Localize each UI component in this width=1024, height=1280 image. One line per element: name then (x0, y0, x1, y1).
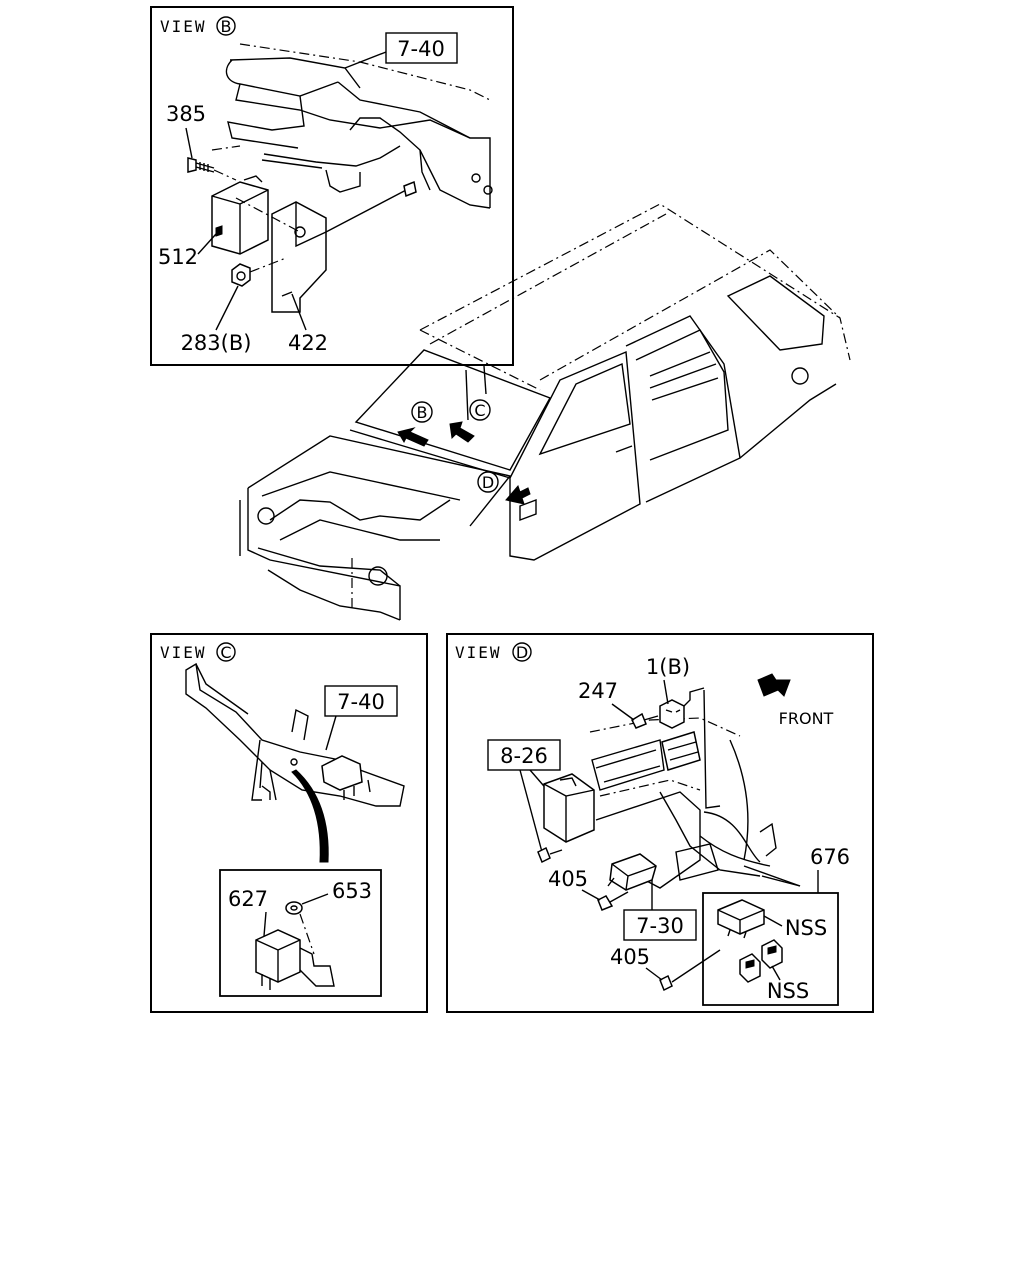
front-door (509, 350, 641, 561)
label-405-b: 405 (610, 945, 650, 969)
label-nss-b: NSS (767, 979, 809, 1003)
label-627: 627 (228, 887, 268, 911)
module-8-26 (543, 773, 595, 843)
view-d-title-circle (512, 642, 532, 662)
leader-676-b (743, 865, 801, 887)
leader-nss-a (763, 915, 783, 927)
view-b-panel: VIEW B 7-40 385 (150, 6, 514, 366)
leader-1b (663, 679, 669, 705)
label-247: 247 (578, 679, 618, 703)
leader-385 (185, 127, 193, 159)
view-c-ref-box (324, 685, 398, 717)
view-d-title-letter: D (516, 643, 528, 662)
car-callout-d: D (477, 471, 531, 505)
arrow-d (505, 485, 531, 505)
car-callout-c: C (449, 399, 491, 443)
leader-283b (215, 285, 239, 331)
view-c-frame (150, 633, 428, 1013)
view-b-ref-7-40: 7-40 (397, 37, 445, 61)
view-d-title-word: VIEW (455, 643, 502, 662)
screw-405-b (659, 949, 721, 992)
arrow-b (397, 427, 429, 447)
screw-385 (187, 157, 237, 181)
view-b-body-member (211, 43, 493, 209)
leader-nss-b (771, 965, 781, 981)
label-front: FRONT (779, 709, 834, 728)
label-512: 512 (158, 245, 198, 269)
view-b-title-letter: B (221, 17, 232, 36)
view-b-ref-box (385, 32, 458, 64)
label-nss-a: NSS (785, 916, 827, 940)
leader-405-b (645, 967, 663, 981)
leader-247 (611, 703, 635, 721)
view-c-detail-inset (219, 869, 382, 997)
connector-1b (659, 687, 705, 729)
label-1b: 1(B) (646, 655, 690, 679)
screw-8-26 (537, 846, 563, 864)
ref-7-30-box (623, 909, 697, 941)
view-c-title-letter: C (220, 643, 231, 662)
nut-653 (285, 901, 315, 955)
leader-512 (197, 233, 217, 255)
screw-405-a (597, 891, 629, 911)
view-b-title-circle (216, 16, 236, 36)
ref-7-30: 7-30 (636, 914, 684, 938)
label-422: 422 (288, 331, 328, 355)
car-callout-b: B (397, 401, 433, 447)
view-b-title-word: VIEW (160, 17, 207, 36)
vehicle-body (239, 203, 851, 621)
view-d-frame (446, 633, 874, 1013)
arrow-c (449, 421, 475, 443)
module-512 (211, 175, 269, 255)
car-callout-d-letter: D (482, 473, 494, 492)
leader-653 (301, 893, 329, 905)
nut-283b (231, 257, 287, 287)
view-c-harness (185, 662, 405, 807)
label-283b: 283(B) (181, 331, 252, 355)
view-c-ref-7-40: 7-40 (337, 690, 385, 714)
view-c-panel: VIEW C 7-40 627 (150, 633, 428, 1013)
ref-8-26: 8-26 (500, 744, 548, 768)
leader-405-a (581, 889, 601, 901)
front-door-window (538, 362, 631, 456)
view-c-detail-pointer (291, 769, 329, 863)
car-callout-c-letter: C (474, 401, 485, 420)
nss-switches (739, 939, 783, 983)
label-405-a: 405 (548, 867, 588, 891)
label-676: 676 (810, 845, 850, 869)
view-d-panel: VIEW D FRONT 1(B) (446, 633, 874, 1013)
inset-676 (702, 892, 839, 1006)
label-653: 653 (332, 879, 372, 903)
label-385: 385 (166, 102, 206, 126)
view-c-ref-leader (325, 715, 337, 751)
front-direction-arrow (757, 673, 791, 697)
windshield (354, 349, 552, 471)
leader-8-26-a (519, 769, 543, 853)
view-b-ref-leader (344, 51, 387, 69)
nss-module (717, 899, 765, 939)
screw-247 (631, 712, 659, 729)
ref-8-26-box (487, 739, 561, 771)
relay-627 (255, 929, 335, 990)
module-7-30 (607, 853, 657, 891)
view-c-title-circle (216, 642, 236, 662)
view-b-frame (150, 6, 514, 366)
rear-quarter-window (726, 275, 825, 351)
leader-627 (263, 911, 267, 937)
leader-422 (291, 293, 307, 331)
view-c-title-word: VIEW (160, 643, 207, 662)
bracket-422 (235, 180, 417, 313)
car-callout-b-letter: B (417, 403, 428, 422)
